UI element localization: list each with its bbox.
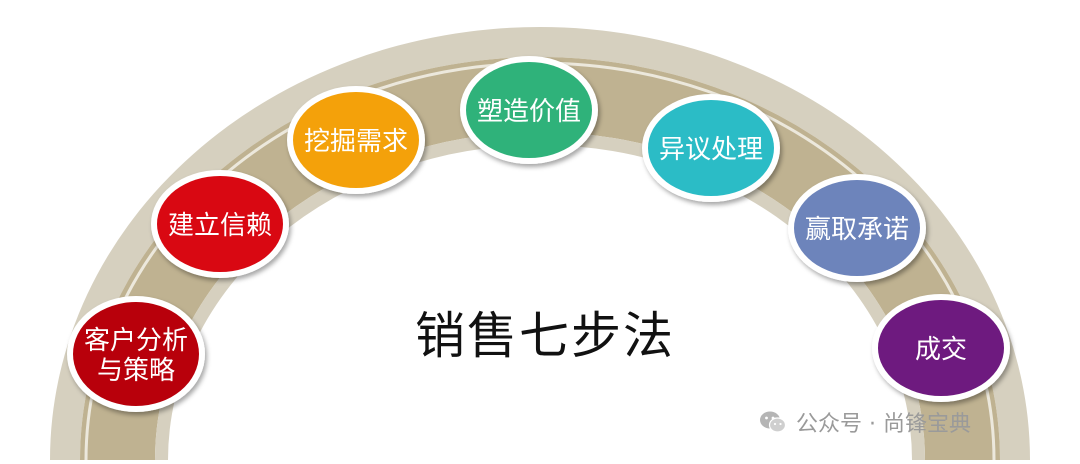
step-node-3: 挖掘需求 bbox=[287, 86, 425, 194]
wechat-icon bbox=[760, 411, 787, 433]
step-node-4: 塑造价值 bbox=[460, 56, 598, 164]
step-label: 客户分析 bbox=[84, 326, 188, 356]
step-node-2: 建立信赖 bbox=[151, 170, 289, 278]
step-label: 异议处理 bbox=[659, 135, 763, 165]
step-node-fill bbox=[466, 62, 592, 158]
step-node-fill bbox=[794, 180, 920, 276]
watermark-text: 公众号 · 尚锋宝典 bbox=[796, 412, 971, 437]
step-label: 成交 bbox=[915, 335, 967, 365]
step-node-5: 异议处理 bbox=[642, 94, 780, 202]
step-node-fill bbox=[73, 302, 199, 406]
step-label: 与策略 bbox=[97, 356, 175, 386]
step-node-6: 赢取承诺 bbox=[788, 174, 926, 282]
step-label: 赢取承诺 bbox=[805, 215, 909, 245]
watermark: 公众号 · 尚锋宝典 bbox=[758, 404, 971, 440]
step-label: 建立信赖 bbox=[168, 211, 272, 241]
step-node-7: 成交 bbox=[872, 294, 1010, 402]
step-node-fill bbox=[648, 100, 774, 196]
step-label: 塑造价值 bbox=[477, 97, 581, 127]
step-node-fill bbox=[878, 300, 1004, 396]
diagram-title: 销售七步法 bbox=[415, 307, 675, 365]
step-label: 挖掘需求 bbox=[304, 127, 408, 157]
step-node-fill bbox=[157, 176, 283, 272]
step-node-fill bbox=[293, 92, 419, 188]
